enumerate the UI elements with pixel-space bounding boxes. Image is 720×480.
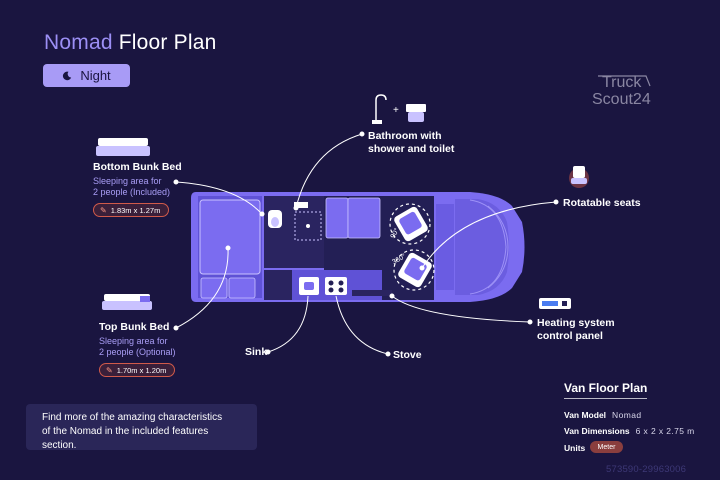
middle-bench bbox=[325, 197, 381, 239]
leader-seats bbox=[421, 201, 557, 269]
sink-label: Sink bbox=[245, 346, 268, 358]
leader-bottom-bunk bbox=[175, 181, 263, 215]
mode-label: Night bbox=[80, 68, 111, 83]
bathroom-fixtures bbox=[268, 202, 322, 241]
feature-stove[interactable]: Stove bbox=[393, 349, 422, 361]
heating-label-line1: Heating system bbox=[537, 317, 615, 329]
pencil-icon: ✎ bbox=[100, 205, 107, 215]
shower-icon bbox=[372, 94, 387, 124]
specs-title: Van Floor Plan bbox=[564, 381, 648, 395]
pencil-icon: ✎ bbox=[106, 365, 113, 375]
bottom-bunk-size-badge: ✎ 1.83m x 1.27m bbox=[93, 203, 170, 217]
rotatable-seat-top bbox=[389, 203, 431, 245]
bottom-bunk-icon bbox=[96, 138, 150, 156]
spec-dims-row: Van Dimensions 6 x 2 x 2.75 m bbox=[564, 426, 695, 436]
feature-heating[interactable]: Heating system control panel bbox=[537, 317, 615, 343]
spec-model-row: Van Model Nomad bbox=[564, 410, 641, 420]
feature-sink[interactable]: Sink bbox=[245, 346, 267, 358]
title-rest: Floor Plan bbox=[118, 31, 217, 54]
moon-icon bbox=[63, 71, 72, 80]
feature-bottom-bunk[interactable]: Bottom Bunk Bed Sleeping area for 2 peop… bbox=[93, 161, 182, 217]
top-bunk-size-badge: ✎ 1.70m x 1.20m bbox=[99, 363, 176, 377]
logo-line1: Truck bbox=[602, 74, 642, 91]
heating-panel-icon bbox=[539, 298, 571, 309]
top-bunk-size: 1.70m x 1.20m bbox=[116, 365, 167, 375]
leader-top-bunk bbox=[175, 247, 229, 329]
bottom-bunk-sub2: 2 people (Included) bbox=[93, 187, 171, 197]
leader-sink bbox=[267, 295, 309, 353]
kitchen-counter bbox=[299, 277, 392, 296]
page-title: Nomad Floor Plan bbox=[44, 31, 216, 55]
spec-dims-key: Van Dimensions bbox=[564, 426, 630, 436]
top-bunk-label: Top Bunk Bed bbox=[99, 321, 170, 333]
units-value: Meter bbox=[597, 443, 616, 451]
truckscout-logo: Truck Scout24 bbox=[592, 74, 651, 108]
units-selector[interactable]: Meter bbox=[590, 441, 623, 453]
spec-dims-val: 6 x 2 x 2.75 m bbox=[635, 426, 695, 436]
top-bunk-sub2: 2 people (Optional) bbox=[99, 347, 176, 357]
info-line1: Find more of the amazing characteristics bbox=[42, 412, 223, 423]
toilet-icon bbox=[406, 104, 426, 122]
logo-line2: Scout24 bbox=[592, 91, 651, 108]
bathroom-label-line2: shower and toilet bbox=[368, 143, 455, 155]
rotatable-seat-bottom bbox=[393, 249, 435, 291]
leader-heating bbox=[391, 295, 531, 323]
seat-icon bbox=[569, 166, 589, 188]
spec-units-key: Units bbox=[564, 443, 586, 453]
feature-rotatable-seats[interactable]: Rotatable seats bbox=[563, 197, 641, 209]
top-bunk-sub1: Sleeping area for bbox=[99, 336, 168, 346]
bathroom-label-line1: Bathroom with bbox=[368, 130, 442, 142]
night-mode-button[interactable]: Night bbox=[43, 64, 130, 87]
bottom-bunk-label: Bottom Bunk Bed bbox=[93, 161, 182, 173]
feature-bathroom[interactable]: Bathroom with shower and toilet bbox=[368, 130, 454, 156]
bottom-bunk-sub1: Sleeping area for bbox=[93, 176, 162, 186]
spec-units-row: Units bbox=[564, 443, 585, 453]
watermark-text: 573590-29963006 bbox=[606, 464, 687, 475]
seats-label: Rotatable seats bbox=[563, 197, 641, 209]
logo-frame-icon bbox=[598, 75, 651, 87]
plus-sign: + bbox=[393, 105, 399, 116]
heating-label-line2: control panel bbox=[537, 330, 603, 342]
leader-bathroom bbox=[295, 133, 363, 209]
title-accent: Nomad bbox=[44, 31, 113, 54]
feature-top-bunk[interactable]: Top Bunk Bed Sleeping area for 2 people … bbox=[99, 321, 176, 377]
leader-lines bbox=[173, 131, 559, 357]
bottom-bunk-size: 1.83m x 1.27m bbox=[110, 205, 161, 215]
top-bunk-icon bbox=[102, 294, 152, 310]
spec-model-key: Van Model bbox=[564, 410, 607, 420]
info-line2: of the Nomad in the included features se… bbox=[42, 426, 209, 451]
spec-model-val: Nomad bbox=[612, 410, 642, 420]
specs-divider bbox=[564, 398, 647, 399]
stove-label: Stove bbox=[393, 349, 422, 361]
leader-stove bbox=[335, 295, 389, 355]
info-box: Find more of the amazing characteristics… bbox=[26, 404, 257, 451]
